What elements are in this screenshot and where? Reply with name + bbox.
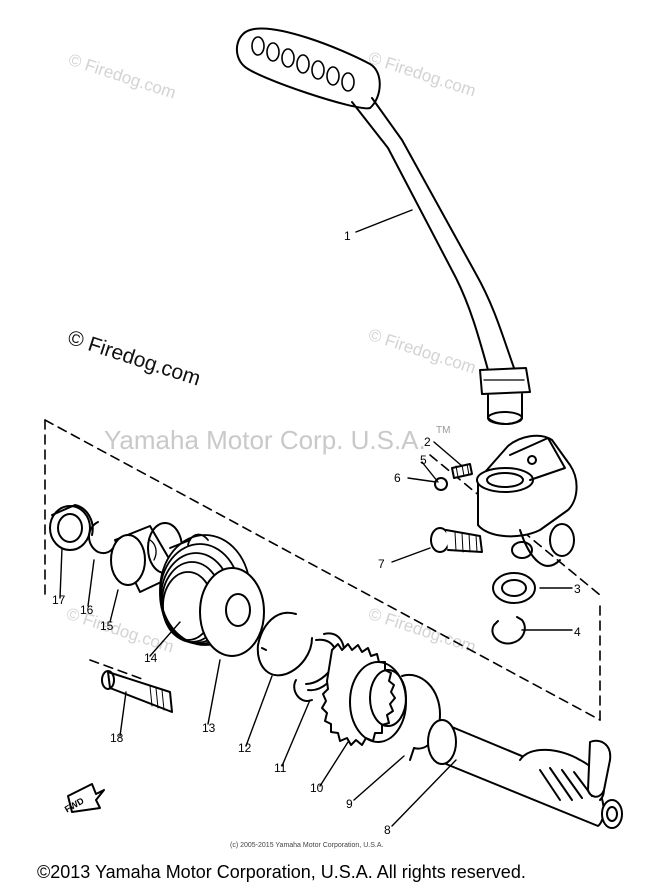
part-label-14: 14 [144,651,158,665]
footer-copyright: ©2013 Yamaha Motor Corporation, U.S.A. A… [37,862,526,882]
part-label-group: 1 2 3 4 5 6 7 8 9 10 11 12 13 14 15 16 1… [52,229,581,837]
part-18-axle [101,670,173,713]
part-3-washer [492,572,536,604]
part-label-10: 10 [310,781,324,795]
part-12-circlip [256,611,313,677]
leader-lines [59,209,573,827]
part-5-bolt [451,463,473,479]
part-label-18: 18 [110,731,124,745]
part-label-11: 11 [274,761,287,775]
part-7-bolt [430,527,483,553]
part-label-4: 4 [574,625,581,639]
part-label-17: 17 [52,593,66,607]
part-label-13: 13 [202,721,216,735]
part-label-3: 3 [574,582,581,596]
fwd-arrow [67,783,105,813]
part-label-9: 9 [346,797,353,811]
center-watermark: Yamaha Motor Corp. U.S.A. [104,425,426,455]
part-label-8: 8 [384,823,391,837]
tm-mark: TM [436,425,451,436]
part-label-16: 16 [80,603,94,617]
part-9-spring [401,673,441,761]
part-label-1: 1 [344,229,351,243]
part-label-2: 2 [424,435,431,449]
part-17-seal [49,504,94,551]
part-label-15: 15 [100,619,114,633]
part-10-gear [321,643,407,746]
part-4-circlip [491,616,526,645]
part-8-shaft [427,719,623,829]
part-label-6: 6 [394,471,401,485]
part-label-12: 12 [238,741,252,755]
part-13-plate [199,567,265,657]
kick-lever [235,27,531,425]
kick-boss [476,434,578,567]
part-label-5: 5 [420,453,427,467]
small-copyright: (c) 2005-2015 Yamaha Motor Corporation, … [230,842,384,849]
part-label-7: 7 [378,557,385,571]
part-6-ball [434,477,448,491]
